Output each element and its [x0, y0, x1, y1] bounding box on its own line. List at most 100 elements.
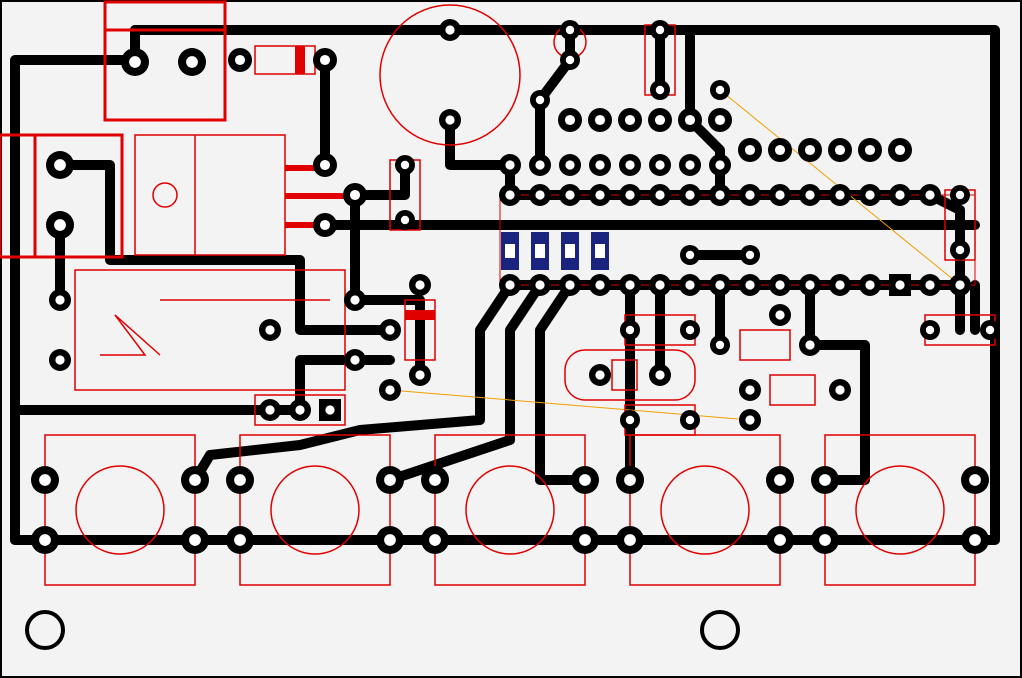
- pad-right-cap-b-hole: [985, 325, 995, 335]
- push-button-1-outline: [44, 434, 196, 586]
- smd-resistor-1-label: [505, 244, 515, 258]
- pad-row3-690-hole: [685, 280, 695, 290]
- pads: [31, 19, 1000, 554]
- pad-row1-630-hole: [625, 160, 635, 170]
- transformer-lead-2: [285, 193, 355, 199]
- pad-header-mid-870-hole: [864, 144, 876, 156]
- push-button-2-outline: [239, 434, 391, 586]
- resistor-1-outline: [739, 329, 791, 361]
- push-button-3-outline: [434, 434, 586, 586]
- pad-sw3-3-hole: [429, 534, 441, 546]
- pad-row2-810-hole: [805, 190, 815, 200]
- pad-row2-510-hole: [505, 190, 515, 200]
- pad-sw3-1-hole: [429, 474, 441, 486]
- pad-sw2-2-hole: [384, 474, 396, 486]
- pad-crystal-1-hole: [595, 370, 605, 380]
- pad-reg-3-hole: [350, 355, 360, 365]
- push-button-2-cap: [270, 465, 360, 555]
- pad-relay-2-hole: [55, 355, 65, 365]
- pad-header-top-720-hole: [714, 114, 726, 126]
- pad-row3-930-hole: [925, 280, 935, 290]
- pad-sw4-4-hole: [774, 534, 786, 546]
- pad-header-top-600-hole: [594, 114, 606, 126]
- pad-sw2-1-hole: [234, 474, 246, 486]
- pad-sw3-2-hole: [579, 474, 591, 486]
- pad-sw5-3-hole: [819, 534, 831, 546]
- transformer-lead-1: [285, 165, 325, 171]
- pad-row3-510-hole: [505, 280, 515, 290]
- pad-row2-720-hole: [715, 190, 725, 200]
- pad-row3-570-hole: [565, 280, 575, 290]
- smd-resistor-4-label: [595, 244, 605, 258]
- pad-sw3-4-hole: [579, 534, 591, 546]
- pad-header-mid-840-hole: [834, 144, 846, 156]
- smd-resistor-array: [501, 232, 609, 270]
- diode-vertical-band: [405, 310, 435, 320]
- pad-sw2-3-hole: [234, 534, 246, 546]
- pad-res-top-hole: [535, 95, 545, 105]
- pad-diode-v2-hole: [415, 370, 425, 380]
- pad-extra-top-hole: [715, 85, 725, 95]
- pad-sw4-1-hole: [624, 474, 636, 486]
- pad-header-mid-810-hole: [804, 144, 816, 156]
- pad-buzzer-1-hole: [445, 25, 455, 35]
- pad-row2-840-hole: [835, 190, 845, 200]
- trace-resistor-top: [535, 25, 575, 170]
- pad-jumper-2-hole: [745, 250, 755, 260]
- pad-row3-840-hole: [835, 280, 845, 290]
- pad-small-cap-2-hole: [685, 325, 695, 335]
- pad-res1-b-hole: [805, 340, 815, 350]
- pad-row2-690-hole: [685, 190, 695, 200]
- pad-row3-900-hole: [895, 280, 905, 290]
- pad-row2-780-hole: [775, 190, 785, 200]
- push-button-4-cap: [660, 465, 750, 555]
- pad-relay-1-hole: [55, 295, 65, 305]
- trace-buzzer: [445, 115, 515, 200]
- pad-row3-780-hole: [775, 280, 785, 290]
- buzzer-outline: [379, 4, 521, 146]
- pad-row3-540-hole: [535, 280, 545, 290]
- smd-resistor-3-label: [565, 244, 575, 258]
- pad-reg-1-hole: [350, 295, 360, 305]
- pad-row2-660-hole: [655, 190, 665, 200]
- pad-diode-v1-hole: [415, 280, 425, 290]
- pad-low-cap-1-hole: [625, 415, 635, 425]
- pad-header-top-570-hole: [564, 114, 576, 126]
- pad-row3-600-hole: [595, 280, 605, 290]
- pad-led-low-hole: [715, 340, 725, 350]
- push-buttons: [44, 434, 976, 586]
- mounting-hole-right: [700, 610, 740, 650]
- pad-row2-900-hole: [895, 190, 905, 200]
- pad-res2-c-hole: [745, 415, 755, 425]
- trace-switch-2: [385, 280, 545, 485]
- pad-row3-870-hole: [865, 280, 875, 290]
- pad-tr-1-hole: [319, 159, 331, 171]
- pad-row3-750-hole: [745, 280, 755, 290]
- pad-row3-810-hole: [805, 280, 815, 290]
- trace-relay-coil: [55, 160, 395, 335]
- relay-coil-symbol: [100, 314, 161, 356]
- connector-outline: [254, 394, 346, 426]
- transformer-lead-3: [285, 222, 325, 228]
- pad-row3-660-hole: [655, 280, 665, 290]
- diode-top-band: [295, 46, 305, 74]
- trace-switch-1: [190, 280, 515, 485]
- pad-tr-2-hole: [349, 189, 361, 201]
- pad-res1-a-hole: [775, 310, 785, 320]
- pad-row1-540-hole: [535, 160, 545, 170]
- pad-row3-960-hole: [955, 280, 965, 290]
- pad-sw1-3-hole: [39, 534, 51, 546]
- pad-relay-3-hole: [265, 325, 275, 335]
- pad-row3-630-hole: [625, 280, 635, 290]
- pad-cap-mid-1-hole: [400, 160, 410, 170]
- pad-led-2-hole: [565, 55, 575, 65]
- pad-right-cap-2-hole: [955, 245, 965, 255]
- pad-header-mid-750-hole: [744, 144, 756, 156]
- pad-cap-top-1-hole: [655, 25, 665, 35]
- pad-right-cap-1-hole: [955, 190, 965, 200]
- pad-cap-top-2-hole: [655, 85, 665, 95]
- push-button-1-cap: [75, 465, 165, 555]
